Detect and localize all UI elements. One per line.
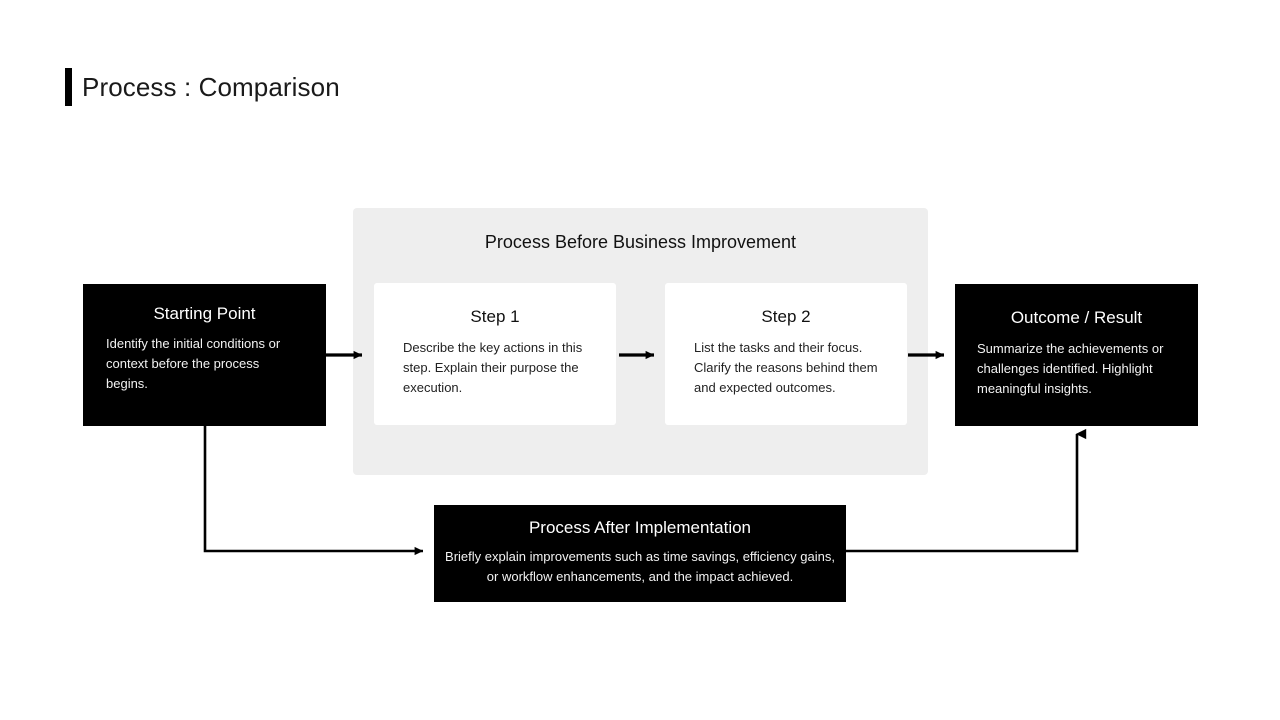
node-process-after-implementation-body: Briefly explain improvements such as tim… <box>445 549 835 585</box>
node-step-1-title: Step 1 <box>470 307 520 326</box>
node-step-2-body: List the tasks and their focus. Clarify … <box>694 340 878 396</box>
node-process-after-implementation[interactable]: Process After Implementation Briefly exp… <box>434 505 846 602</box>
node-step-1[interactable]: Step 1 Describe the key actions in this … <box>374 283 616 425</box>
node-process-after-implementation-title: Process After Implementation <box>528 518 752 537</box>
node-outcome-result-body: Summarize the achievements or challenges… <box>977 341 1164 397</box>
page-title: Process : Comparison <box>65 68 340 106</box>
node-step-1-body: Describe the key actions in this step. E… <box>403 340 583 396</box>
node-starting-point[interactable]: Starting Point Identify the initial cond… <box>83 284 326 426</box>
page-title-text: Process : Comparison <box>82 72 340 102</box>
title-accent-bar <box>65 68 72 106</box>
node-outcome-result-title: Outcome / Result <box>1010 308 1143 327</box>
node-step-2[interactable]: Step 2 List the tasks and their focus. C… <box>665 283 907 425</box>
node-outcome-result[interactable]: Outcome / Result Summarize the achieveme… <box>955 284 1198 426</box>
node-step-2-title: Step 2 <box>761 307 811 326</box>
group-panel-title: Process Before Business Improvement <box>484 232 797 252</box>
node-starting-point-title: Starting Point <box>153 304 256 323</box>
node-starting-point-body: Identify the initial conditions or conte… <box>106 336 281 392</box>
